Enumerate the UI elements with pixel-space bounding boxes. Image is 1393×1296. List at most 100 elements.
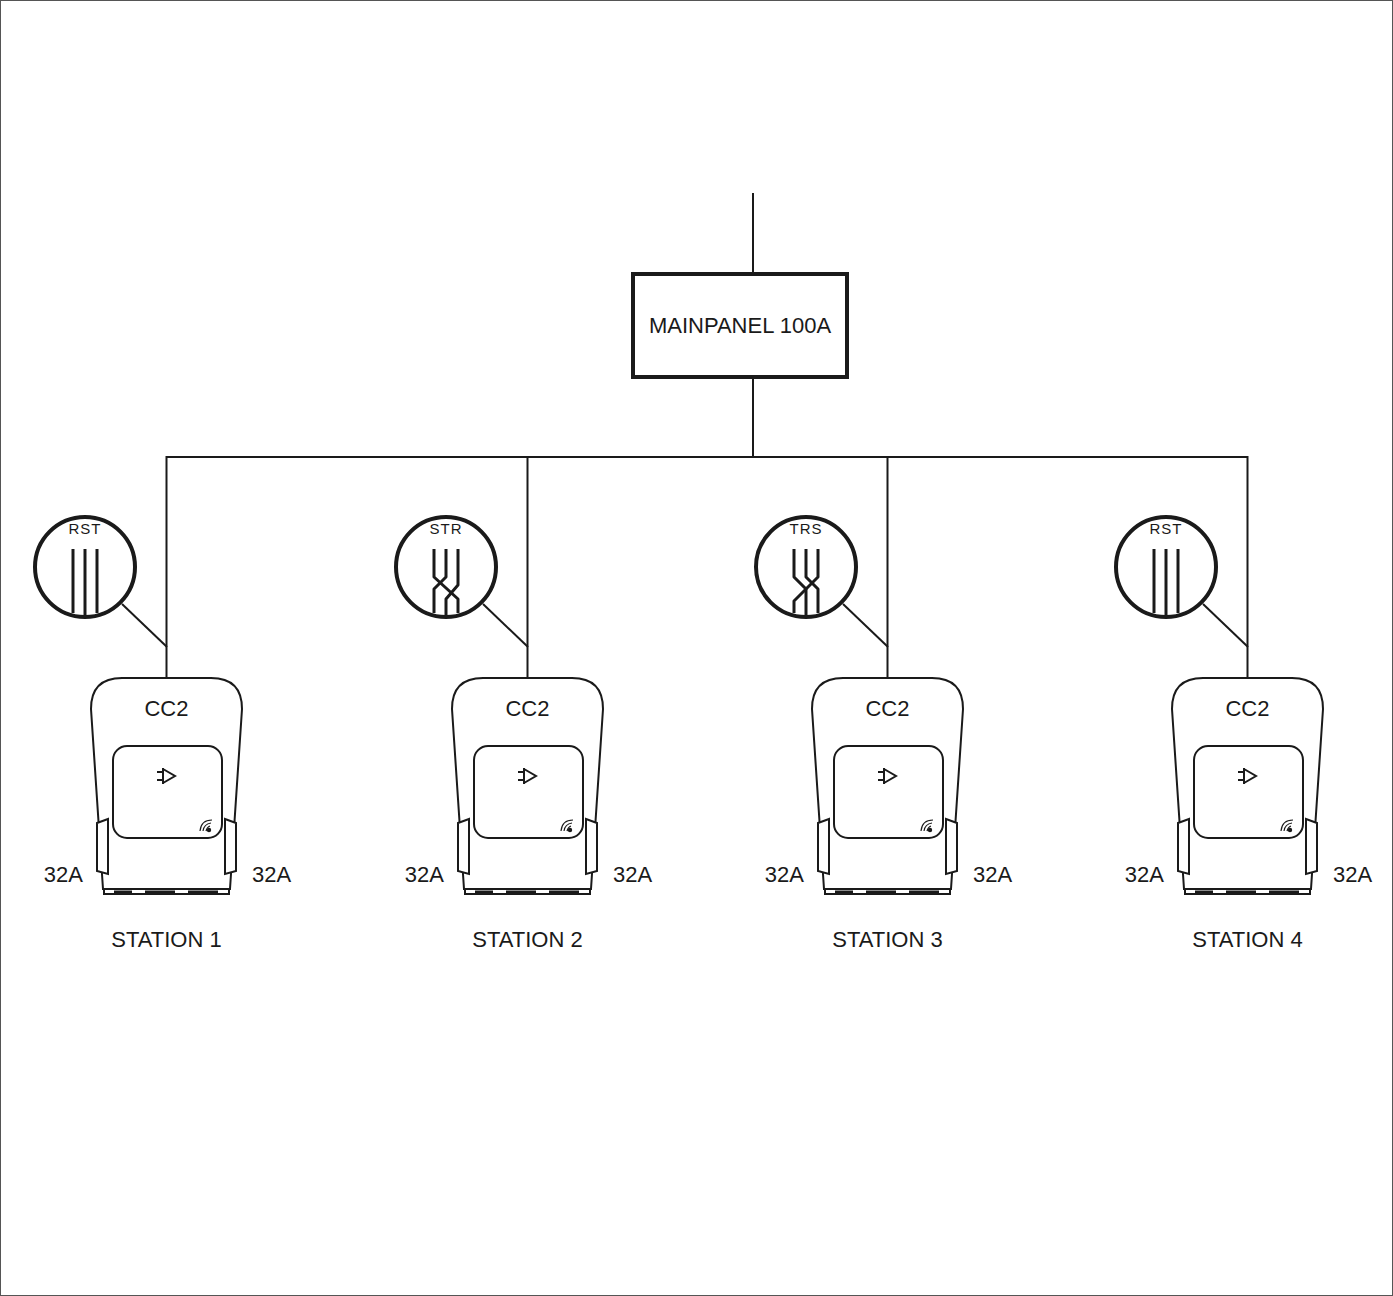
plug-icon <box>518 768 536 784</box>
phase-order: TRS <box>754 515 858 537</box>
phase-conductor <box>84 549 87 617</box>
phase-conductor <box>1165 549 1168 617</box>
phase-conductor <box>1177 549 1180 613</box>
station-drawing <box>452 678 603 894</box>
base <box>104 889 229 894</box>
base <box>825 889 950 894</box>
charging-station: CC2STATION 1 <box>90 677 243 895</box>
foot <box>475 891 493 894</box>
leader-line <box>1203 604 1248 647</box>
phase-callout-circle: RST <box>33 515 137 619</box>
foot <box>549 891 579 894</box>
model-name: CC2 <box>811 677 964 722</box>
base <box>465 889 590 894</box>
current-rating: 32A <box>973 862 1012 888</box>
display-window <box>113 746 222 838</box>
leader-line <box>843 604 888 647</box>
model-name: CC2 <box>90 677 243 722</box>
foot <box>835 891 853 894</box>
foot <box>1195 891 1213 894</box>
phase-callout-circle: TRS <box>754 515 858 619</box>
housing-body <box>91 678 242 889</box>
station-drawing <box>91 678 242 894</box>
plug-icon <box>1238 768 1256 784</box>
station-name: STATION 3 <box>771 927 1004 953</box>
rfid-icon <box>561 820 573 831</box>
cable-holder <box>97 819 108 874</box>
current-rating: 32A <box>1125 862 1164 888</box>
charging-station: CC2STATION 2 <box>451 677 604 895</box>
phase-conductor <box>794 549 806 617</box>
current-rating: 32A <box>252 862 291 888</box>
current-rating: 32A <box>405 862 444 888</box>
station-name: STATION 1 <box>50 927 283 953</box>
rfid-icon <box>569 829 571 831</box>
model-name: CC2 <box>451 677 604 722</box>
station-drawing <box>1172 678 1323 894</box>
feeder-line <box>528 379 754 677</box>
main-panel-box: MAINPANEL 100A <box>631 272 849 379</box>
rfid-icon <box>921 820 933 831</box>
housing-body <box>812 678 963 889</box>
base <box>1185 889 1310 894</box>
current-rating: 32A <box>44 862 83 888</box>
rfid-icon <box>1281 820 1293 831</box>
cable-holder <box>1306 819 1317 874</box>
cable-holder <box>225 819 236 874</box>
foot <box>506 891 536 894</box>
phase-conductor <box>434 549 446 613</box>
cable-holder <box>458 819 469 874</box>
cable-holder <box>586 819 597 874</box>
current-rating: 32A <box>1333 862 1372 888</box>
station-name: STATION 2 <box>411 927 644 953</box>
charging-station: CC2STATION 4 <box>1171 677 1324 895</box>
phase-order: STR <box>394 515 498 537</box>
foot <box>114 891 132 894</box>
model-name: CC2 <box>1171 677 1324 722</box>
housing-body <box>1172 678 1323 889</box>
plug-icon <box>157 768 175 784</box>
station-name: STATION 4 <box>1131 927 1364 953</box>
leader-lines <box>122 604 1248 647</box>
foot <box>1226 891 1256 894</box>
station-drawing <box>812 678 963 894</box>
display-window <box>834 746 943 838</box>
panel-label: MAINPANEL 100A <box>649 305 831 346</box>
feeder-line <box>753 379 1248 677</box>
leader-line <box>483 604 528 647</box>
cable-holder <box>1178 819 1189 874</box>
phase-conductor <box>794 549 818 613</box>
cable-holder <box>818 819 829 874</box>
foot <box>909 891 939 894</box>
phase-conductor <box>1153 549 1156 613</box>
rfid-icon <box>1289 829 1291 831</box>
leader-line <box>122 604 167 647</box>
charging-station: CC2STATION 3 <box>811 677 964 895</box>
phase-conductor <box>72 549 75 613</box>
phase-conductor <box>96 549 99 613</box>
foot <box>145 891 175 894</box>
current-rating: 32A <box>613 862 652 888</box>
plug-icon <box>878 768 896 784</box>
phase-order: RST <box>33 515 137 537</box>
current-rating: 32A <box>765 862 804 888</box>
cable-holder <box>946 819 957 874</box>
phase-conductor <box>446 549 458 617</box>
display-window <box>1194 746 1303 838</box>
feeder-line <box>167 379 754 677</box>
foot <box>866 891 896 894</box>
feeder-line <box>753 379 888 677</box>
rfid-icon <box>929 829 931 831</box>
rfid-icon <box>200 820 212 831</box>
phase-callout-circle: STR <box>394 515 498 619</box>
display-window <box>474 746 583 838</box>
supply-line <box>752 193 754 272</box>
foot <box>1269 891 1299 894</box>
rfid-icon <box>208 829 210 831</box>
foot <box>188 891 218 894</box>
phase-order: RST <box>1114 515 1218 537</box>
